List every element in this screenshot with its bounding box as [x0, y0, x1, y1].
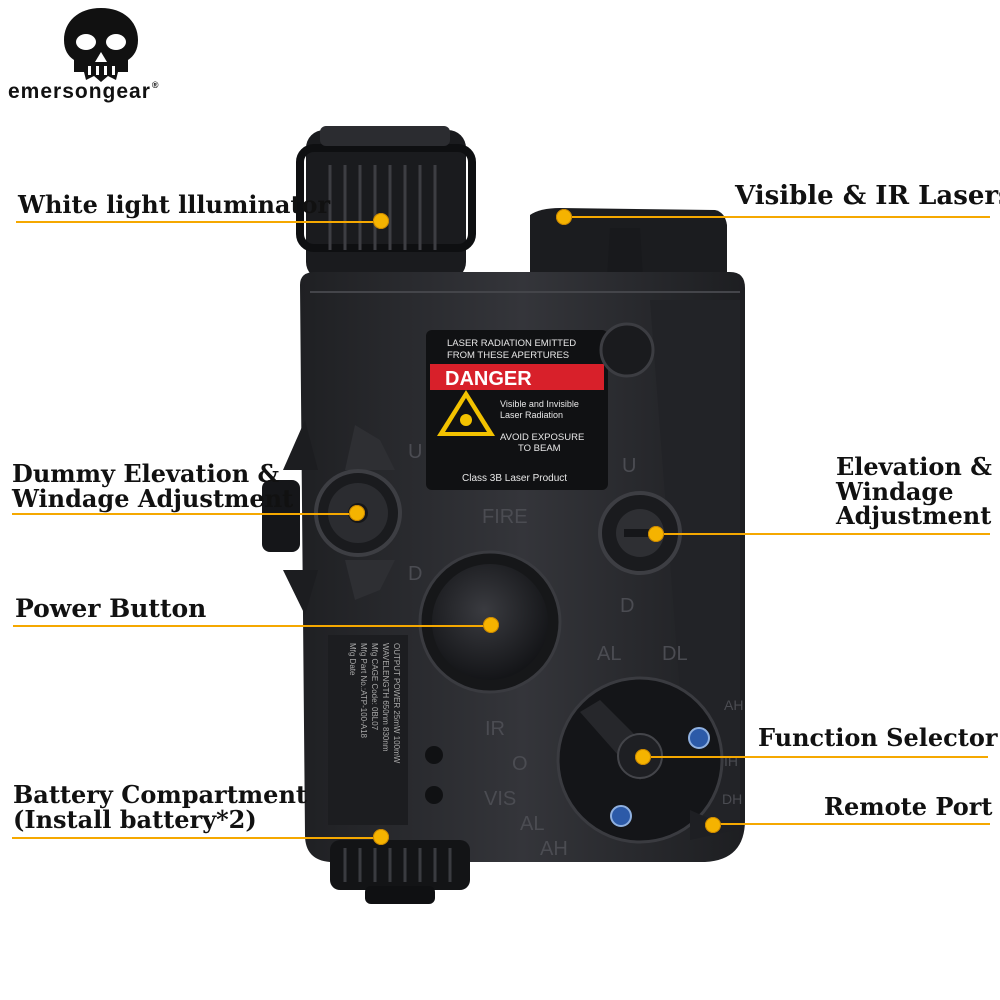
leader-white-light	[16, 221, 382, 223]
callout-dot-white-light	[373, 213, 389, 229]
info-line1: Visible and Invisible	[500, 399, 579, 409]
label-white-light-text: White light llluminator	[18, 190, 331, 219]
emboss-al-top: AL	[597, 643, 621, 665]
spec-line-2: Mfg CAGE Code: 0BL07	[370, 643, 379, 731]
callout-dot-remote-port	[705, 817, 721, 833]
label-elevation-adjustment: Elevation & Windage Adjustment	[836, 452, 992, 530]
spec-line-3: Mfg Part No.:ATP-100-A18	[359, 643, 368, 739]
callout-dot-lasers	[556, 209, 572, 225]
leader-lasers	[564, 216, 990, 218]
emboss-d-right: D	[620, 595, 634, 617]
leader-power-button	[13, 625, 491, 627]
emboss-ah-bottom: AH	[540, 838, 568, 860]
label-function-selector: Function Selector	[758, 725, 997, 750]
label-dummy-line2: Windage Adjustment	[12, 484, 294, 513]
label-battery-line1: Battery Compartment	[13, 780, 307, 809]
label-power-button: Power Button	[15, 596, 206, 621]
label-function-selector-text: Function Selector	[758, 723, 998, 752]
label-remote-port-text: Remote Port	[824, 792, 993, 821]
leader-function-selector	[643, 756, 988, 758]
skull-logo	[64, 8, 138, 82]
avoid-line2: TO BEAM	[518, 443, 561, 454]
emboss-ah-right: AH	[724, 697, 743, 713]
emboss-off: O	[512, 753, 528, 775]
warning-line1: LASER RADIATION EMITTED	[447, 338, 576, 349]
spec-line-4: Mfg Date	[348, 643, 357, 676]
label-dummy-line1: Dummy Elevation &	[12, 459, 280, 488]
callout-dot-elevation-adjustment	[648, 526, 664, 542]
callout-dot-battery-compartment	[373, 829, 389, 845]
spec-line-1: WAVELENGTH 650nm 830nm	[381, 643, 390, 752]
leader-remote-port	[713, 823, 990, 825]
warning-line2: FROM THESE APERTURES	[447, 350, 569, 361]
emboss-al-bottom: AL	[520, 813, 544, 835]
label-lasers-text: Visible & IR Lasers	[735, 181, 1000, 211]
emboss-dh: DH	[722, 791, 742, 807]
spec-line-0: OUTPUT POWER 25mW 100mW	[392, 643, 401, 764]
label-lasers: Visible & IR Lasers	[735, 181, 1000, 211]
registered-mark: ®	[151, 80, 160, 90]
emboss-u-right: U	[622, 455, 636, 477]
label-dummy-adjustment: Dummy Elevation & Windage Adjustment	[12, 461, 293, 511]
label-battery-line2: (Install battery*2)	[13, 805, 257, 834]
leader-battery-compartment	[12, 837, 382, 839]
label-elev-line3: Adjustment	[836, 501, 992, 530]
danger-heading: DANGER	[445, 368, 532, 390]
class-label: Class 3B Laser Product	[462, 473, 567, 484]
label-white-light: White light llluminator	[18, 192, 330, 217]
brand-name: emersongear®	[8, 80, 160, 104]
emboss-u-left: U	[408, 441, 422, 463]
emboss-vis: VIS	[484, 788, 516, 810]
label-battery-compartment: Battery Compartment (Install battery*2)	[13, 782, 307, 832]
label-elev-line2: Windage	[836, 476, 954, 506]
brand-text: emersongear	[8, 80, 151, 103]
leader-elevation-adjustment	[656, 533, 990, 535]
callout-dot-dummy-adjustment	[349, 505, 365, 521]
emboss-ir: IR	[485, 718, 505, 740]
info-line2: Laser Radiation	[500, 410, 563, 420]
callout-dot-power-button	[483, 617, 499, 633]
label-power-text: Power Button	[15, 594, 207, 623]
label-remote-port: Remote Port	[824, 794, 992, 819]
callout-dot-function-selector	[635, 749, 651, 765]
emboss-dl: DL	[662, 643, 688, 665]
emboss-fire: FIRE	[482, 506, 528, 528]
leader-dummy-adjustment	[12, 513, 358, 515]
label-elev-line1: Elevation &	[836, 452, 992, 481]
avoid-line1: AVOID EXPOSURE	[500, 432, 584, 443]
emboss-d-left: D	[408, 563, 422, 585]
